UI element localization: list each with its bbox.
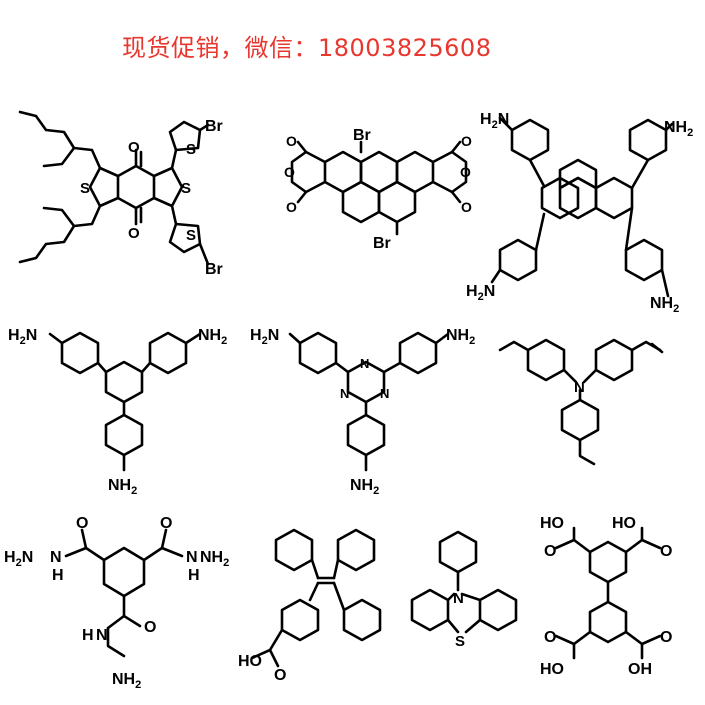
label-ho: HO: [238, 653, 262, 670]
label-h: H: [52, 567, 64, 584]
label-h2n: H2N: [250, 327, 279, 347]
label-n: N: [380, 386, 389, 401]
molecule-triazine-labels: H2N NH2 NH2 N N N: [250, 327, 475, 497]
label-s: S: [80, 180, 90, 197]
label-nh2: NH2: [198, 327, 227, 347]
molecule-triazine: [288, 331, 450, 472]
molecule-tricarbohydrazide-labels: H2N N H O O N H NH2 O N H NH2: [4, 515, 229, 691]
label-s: S: [186, 227, 196, 244]
label-o: O: [460, 164, 471, 180]
molecule-perylene-labels: Br Br O O O O O O: [284, 127, 472, 252]
label-ho: HO: [540, 661, 564, 678]
label-o: O: [286, 199, 297, 215]
label-n: N: [360, 356, 369, 371]
label-br: Br: [353, 127, 371, 144]
label-nh2: NH2: [664, 119, 693, 139]
label-n: N: [574, 379, 585, 396]
label-o: O: [128, 225, 140, 242]
label-s: S: [181, 180, 191, 197]
label-n: N: [340, 386, 349, 401]
label-h2n: H2N: [466, 283, 495, 303]
label-h2n: H2N: [4, 549, 33, 569]
label-o: O: [160, 515, 172, 532]
label-h: H: [188, 567, 200, 584]
label-o: O: [128, 139, 140, 156]
label-br: Br: [373, 235, 391, 252]
label-o: O: [76, 515, 88, 532]
molecule-perylene-dianhydride: [290, 140, 468, 236]
molecule-tpe-acid: [250, 528, 382, 668]
label-nh2: NH2: [650, 295, 679, 315]
label-h2n: H2N: [8, 327, 37, 347]
label-s: S: [186, 141, 196, 158]
label-s: S: [455, 633, 465, 650]
label-n: N: [453, 590, 464, 607]
molecule-tris-aminophenyl-benzene: [48, 331, 202, 472]
label-o: O: [286, 133, 297, 149]
molecule-phenothiazine: [410, 530, 518, 634]
molecule-tricarbohydrazide: [64, 528, 184, 658]
molecule-thienoquinone-labels: O O S S S S Br Br: [80, 118, 223, 278]
label-br: Br: [205, 118, 223, 135]
label-o: O: [544, 543, 556, 560]
label-o: O: [274, 667, 286, 684]
label-o: O: [144, 619, 156, 636]
label-ho: HO: [540, 515, 564, 532]
label-br: Br: [205, 261, 223, 278]
molecule-thienoquinone: [18, 110, 210, 266]
label-h2n: H2N: [480, 111, 509, 131]
label-nh2: NH2: [108, 477, 137, 497]
label-n: N: [186, 549, 198, 566]
label-o: O: [461, 133, 472, 149]
label-n: N: [96, 627, 108, 644]
label-o: O: [284, 164, 295, 180]
label-nh2: NH2: [350, 477, 379, 497]
label-ho: HO: [612, 515, 636, 532]
label-o: O: [461, 199, 472, 215]
label-nh2: NH2: [112, 671, 141, 691]
label-o: O: [544, 629, 556, 646]
molecule-tpe-labels: HO O: [238, 653, 286, 684]
molecule-triphenylamine-labels: N: [574, 379, 585, 396]
label-o: O: [660, 543, 672, 560]
molecule-phenothiazine-labels: N S: [453, 590, 465, 650]
label-h: H: [82, 627, 94, 644]
label-nh2: NH2: [200, 549, 229, 569]
molecule-biphenyl-tetraacid: [554, 526, 662, 660]
label-n: N: [50, 549, 62, 566]
molecule-pyrene: [490, 116, 674, 298]
label-nh2: NH2: [446, 327, 475, 347]
molecule-triphenylamine-aldehyde: [498, 338, 664, 466]
molecule-biphenyl-labels: HO HO O O HO OH O O: [540, 515, 672, 678]
molecule-pyrene-labels: H2N NH2 H2N NH2: [466, 111, 693, 315]
label-o: O: [660, 629, 672, 646]
molecule-tris-aminophenyl-benzene-labels: H2N NH2 NH2: [8, 327, 227, 497]
label-oh: OH: [628, 661, 652, 678]
promo-header: 现货促销，微信：18003825608: [122, 34, 492, 62]
